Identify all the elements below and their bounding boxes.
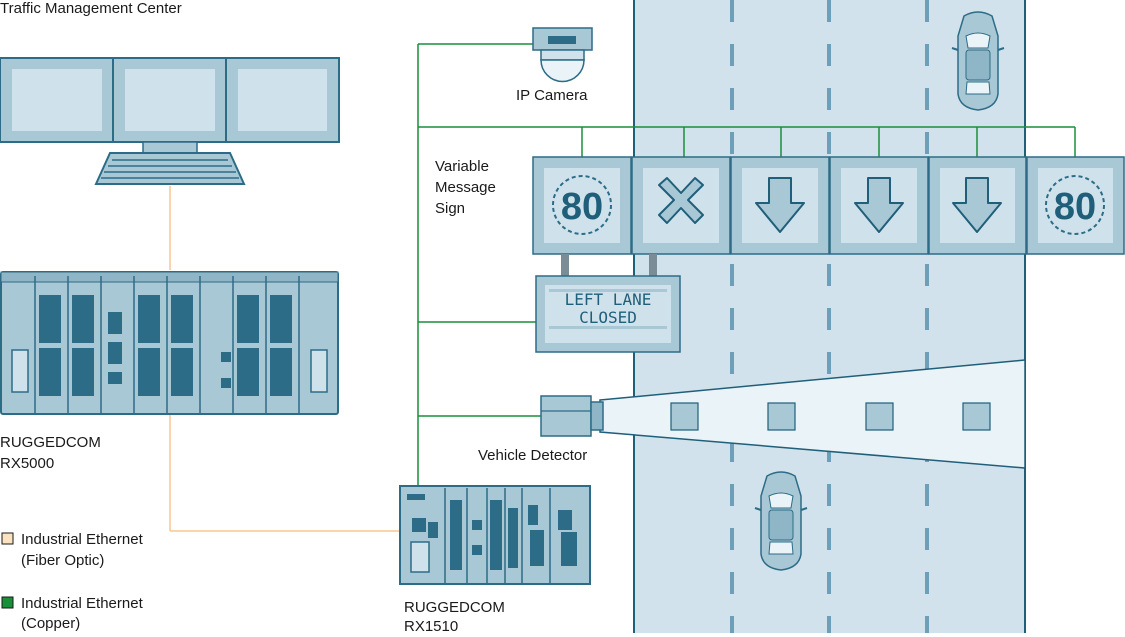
legend-fiber-line2: (Fiber Optic) [21, 552, 105, 569]
rx1510-label-line1: RUGGEDCOM [404, 599, 505, 616]
speed-limit-sign-right: 80 [1045, 175, 1105, 235]
vehicle-detector-icon [540, 395, 604, 437]
vehicle-detector-label: Vehicle Detector [478, 447, 588, 464]
fiber-links [169, 186, 400, 532]
legend-fiber-line1: Industrial Ethernet [21, 531, 143, 548]
vms-label-line3: Sign [435, 200, 466, 217]
arrow-down-icon [854, 177, 904, 233]
car-icon [754, 471, 808, 571]
legend-copper-line2: (Copper) [21, 615, 81, 632]
copper-legend-swatch [1, 596, 14, 609]
speed-value-right: 80 [1054, 186, 1096, 228]
detector-beam [599, 359, 1026, 469]
message-sign-line2: CLOSED [579, 308, 637, 327]
copper-links [417, 43, 1076, 486]
vms-label-line1: Variable [435, 158, 489, 175]
car-icon [951, 11, 1005, 111]
rx5000-label-line1: RUGGEDCOM [0, 434, 101, 451]
lane-sign-gantry [532, 156, 1125, 255]
tmc-label: Traffic Management Center [0, 0, 182, 17]
rx1510-label-line2: RX1510 [404, 618, 459, 635]
message-sign: LEFT LANE CLOSED [535, 254, 681, 353]
vms-label-line2: Message [435, 179, 496, 196]
tmc-monitors [0, 57, 340, 155]
rx1510-router [399, 485, 591, 585]
highway-road [633, 0, 1026, 633]
speed-limit-sign-left: 80 [552, 175, 612, 235]
fiber-legend-swatch [1, 532, 14, 545]
arrow-down-icon [755, 177, 805, 233]
speed-value-left: 80 [561, 186, 603, 228]
ip-camera-label: IP Camera [516, 87, 588, 104]
x-icon [658, 177, 704, 224]
legend-copper-line1: Industrial Ethernet [21, 595, 143, 612]
message-sign-line1: LEFT LANE [565, 290, 652, 309]
keyboard-icon [94, 152, 246, 185]
ip-camera-icon [532, 27, 593, 83]
arrow-down-icon [952, 177, 1002, 233]
rx5000-switch [0, 271, 339, 415]
rx5000-label-line2: RX5000 [0, 455, 55, 472]
